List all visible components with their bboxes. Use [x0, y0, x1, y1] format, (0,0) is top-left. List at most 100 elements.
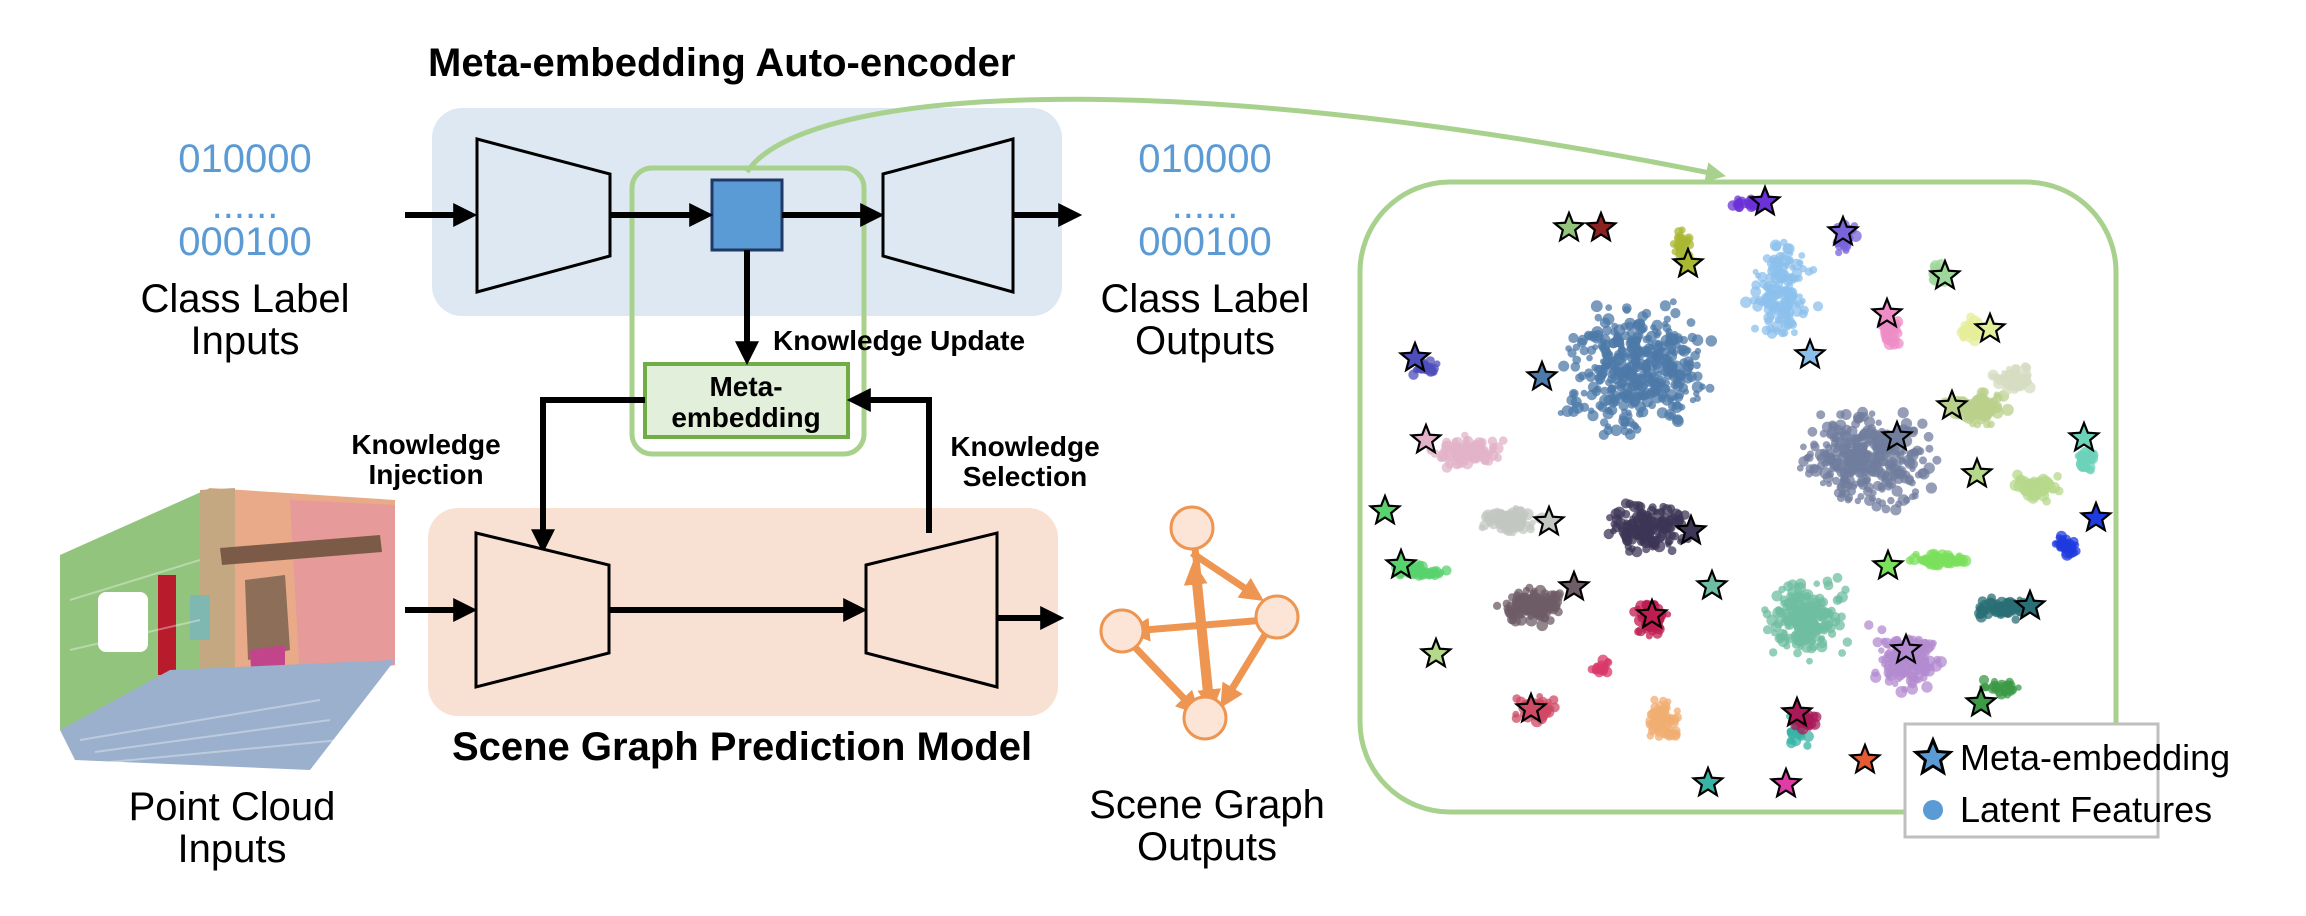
latent-feature-point: [1561, 405, 1574, 417]
latent-feature-point: [1916, 555, 1925, 564]
latent-feature-point: [1508, 523, 1518, 533]
latent-feature-point: [1598, 429, 1609, 440]
latent-feature-point: [2053, 472, 2062, 481]
latent-feature-point: [1899, 670, 1908, 679]
latent-feature-point: [2000, 605, 2013, 618]
latent-feature-point: [1924, 663, 1932, 671]
latent-feature-point: [1874, 451, 1886, 462]
latent-feature-point: [1837, 451, 1849, 464]
latent-feature-point: [1600, 386, 1609, 395]
latent-feature-point: [1790, 293, 1798, 301]
latent-feature-point: [2060, 541, 2068, 549]
latent-feature-point: [1771, 271, 1780, 280]
latent-feature-point: [1665, 522, 1676, 533]
latent-feature-point: [1587, 410, 1599, 422]
latent-feature-point: [1545, 616, 1555, 625]
knowledge-injection-arrow: [531, 397, 645, 554]
latent-feature-point: [1993, 377, 2005, 390]
meta-embedding-star-icon: [1879, 418, 1915, 452]
selection-label-line2: Selection: [963, 461, 1087, 492]
latent-feature-point: [1599, 343, 1610, 354]
output-binary-bottom: 000100: [1138, 220, 1271, 264]
latent-feature-point: [1864, 495, 1875, 506]
latent-feature-point: [1961, 328, 1970, 336]
latent-feature-point: [1567, 348, 1577, 358]
latent-feature-point: [1631, 546, 1643, 558]
meta-embedding-link-arrow: [744, 96, 1726, 183]
latent-feature-point: [1558, 360, 1570, 372]
latent-feature-point: [1572, 355, 1582, 365]
latent-feature-point: [1669, 336, 1679, 346]
latent-feature-point: [1506, 509, 1513, 516]
legend-star-icon: [1912, 736, 1954, 776]
latent-feature-point: [1663, 315, 1671, 323]
latent-feature-point: [1579, 346, 1589, 356]
latent-feature-point: [1932, 455, 1942, 465]
latent-feature-point: [1839, 467, 1850, 477]
latent-feature-point: [1606, 514, 1614, 522]
output-caption-line1: Class Label: [1100, 277, 1309, 321]
latent-feature-point: [1437, 451, 1449, 462]
latent-feature-point: [1461, 457, 1474, 470]
meta-embedding-star-icon: [1383, 546, 1419, 580]
scene-decoder-block: [864, 531, 999, 689]
latent-feature-point: [1666, 361, 1678, 373]
latent-feature-point: [1955, 553, 1963, 562]
latent-feature-point: [1618, 345, 1626, 354]
latent-feature-point: [1705, 383, 1715, 393]
latent-feature-point: [1774, 315, 1784, 324]
point-cloud-caption-line1: Point Cloud: [129, 785, 336, 829]
latent-feature-point: [1656, 407, 1668, 419]
latent-feature-point: [1795, 600, 1805, 610]
latent-feature-point: [1473, 437, 1485, 449]
latent-feature-point: [1948, 555, 1956, 563]
latent-feature-point: [1834, 620, 1845, 631]
latent-feature-point: [2079, 446, 2091, 458]
latent-feature-point: [1548, 705, 1555, 712]
latent-feature-point: [1812, 301, 1824, 312]
latent-feature-point: [1657, 508, 1666, 516]
meta-embedding-star-icon: [1583, 209, 1619, 243]
latent-feature-point: [1441, 462, 1453, 473]
latent-feature-point: [1919, 456, 1927, 465]
latent-feature-point: [1923, 462, 1935, 474]
latent-feature-point: [1987, 593, 1996, 603]
latent-feature-point: [1836, 410, 1845, 419]
latent-feature-point: [2001, 403, 2014, 416]
latent-feature-point: [1862, 476, 1871, 485]
latent-feature-point: [1694, 395, 1701, 402]
latent-feature-point: [1923, 649, 1931, 657]
latent-feature-point: [1629, 373, 1641, 384]
latent-feature-point: [1467, 444, 1477, 454]
latent-feature-point: [1623, 519, 1630, 526]
latent-feature-point: [1857, 433, 1865, 442]
latent-feature-point: [1798, 252, 1806, 259]
latent-feature-point: [1673, 707, 1681, 715]
latent-feature-point: [1667, 512, 1676, 521]
latent-feature-point: [1965, 411, 1976, 422]
latent-feature-point: [2004, 684, 2016, 696]
latent-feature-point: [1822, 441, 1831, 449]
latent-feature-point: [1780, 599, 1787, 607]
latent-feature-point: [1908, 479, 1916, 487]
latent-feature-point: [2056, 530, 2067, 542]
latent-feature-point: [1990, 396, 1999, 404]
latent-feature-point: [2027, 479, 2034, 486]
latent-feature-point: [1494, 507, 1501, 514]
latent-feature-point: [2053, 540, 2060, 547]
latent-feature-point: [1655, 532, 1662, 539]
latent-feature-point: [1627, 382, 1637, 392]
latent-feature-point: [1818, 635, 1826, 642]
meta-embedding-star-icon: [1959, 455, 1995, 489]
knowledge-update-label: Knowledge Update: [773, 325, 1025, 356]
latent-feature-point: [1789, 264, 1796, 271]
latent-feature-point: [1887, 496, 1895, 505]
latent-feature-point: [1921, 681, 1933, 693]
latent-feature-point: [1780, 328, 1789, 337]
latent-feature-point: [2078, 464, 2085, 472]
latent-feature-point: [1642, 335, 1651, 344]
latent-feature-point: [1657, 516, 1665, 523]
meta-embedding-star-icon: [1524, 358, 1560, 392]
latent-feature-point: [1799, 297, 1806, 305]
latent-feature-point: [1935, 656, 1947, 668]
